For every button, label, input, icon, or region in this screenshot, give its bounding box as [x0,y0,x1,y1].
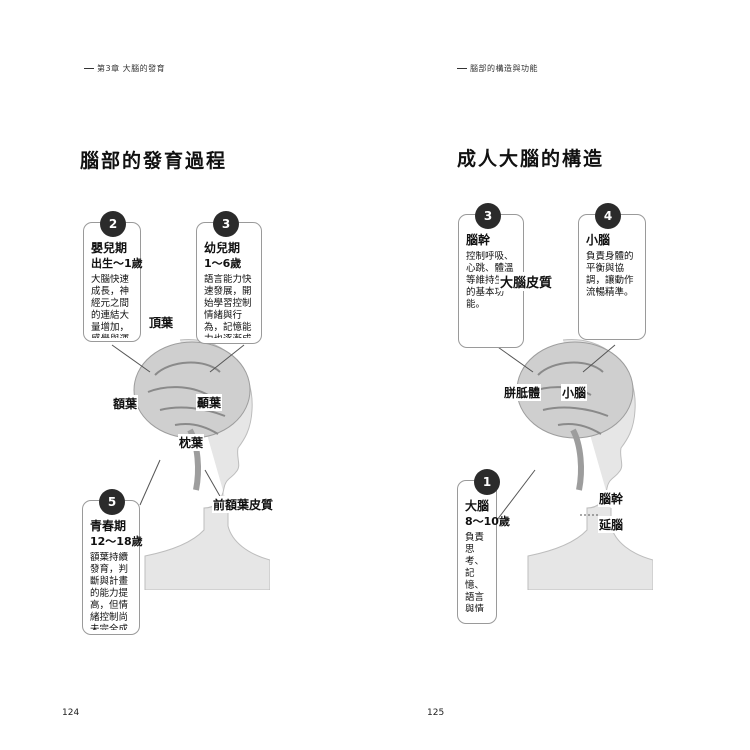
region-label-medulla: 延腦 [598,516,625,533]
callout-title: 腦幹 [466,233,491,247]
region-label-cerebellum: 小腦 [561,384,588,401]
right-running-head: 腦部的構造與功能 [457,64,538,73]
region-label-cerebral-cortex: 大腦皮質 [499,272,554,291]
callout-number-badge: 2 [100,211,126,237]
left-page-number: 124 [62,708,80,718]
callout-title: 幼兒期 [204,241,241,255]
callout-period: 8～10歲 [465,515,510,528]
right-callout-3: 1 大腦 8～10歲 負責思考、記憶、語言與情緒等高階功能。 [457,469,510,624]
right-callout-2: 4 小腦 負責身體的平衡與協調，讓動作流暢精準。 [578,203,646,340]
region-label-temporal: 顳葉 [196,394,223,411]
callout-number-badge: 4 [595,203,621,229]
callout-number-badge: 3 [475,203,501,229]
region-label-brainstem: 腦幹 [598,490,625,507]
callout-description: 額葉持續發育，判斷與計畫的能力提高，但情緒控制尚未完全成熟。 [90,552,129,630]
callout-number-badge: 3 [213,211,239,237]
callout-title: 嬰兒期 [91,241,128,255]
running-head-rule [457,68,467,69]
left-section-title: 腦部的發育過程 [80,150,228,172]
callout-title: 大腦 [465,499,490,513]
left-page: 第3章 大腦的發育 腦部的發育過程 2 嬰兒期 出生～1歲 大腦快速成長，神經元… [62,64,275,718]
right-section-title: 成人大腦的構造 [457,148,605,170]
callout-title: 小腦 [586,233,611,247]
right-page-number: 125 [427,708,445,718]
running-head-rule [84,68,94,69]
left-callout-3: 5 青春期 12～18歲 額葉持續發育，判斷與計畫的能力提高，但情緒控制尚未完全… [82,489,143,635]
region-label-corpus-callosum: 胼胝體 [503,384,542,401]
left-callout-2: 3 幼兒期 1～6歲 語言能力快速發展，開始學習控制情緒與行為，記憶能力也逐漸成… [196,211,262,344]
right-page: 腦部的構造與功能 成人大腦的構造 3 腦幹 控制呼吸、心跳、體溫等維持生命的基本… [375,0,750,750]
callout-period: 1～6歲 [204,257,242,270]
left-running-head: 第3章 大腦的發育 [84,64,165,73]
head-silhouette-icon [516,338,653,590]
left-callout-1: 2 嬰兒期 出生～1歲 大腦快速成長，神經元之間的連結大量增加，感覺與運動能力逐… [83,211,143,342]
callout-description: 控制呼吸、心跳、體溫等維持生命的基本功能。 [466,251,514,310]
region-label-prefrontal: 前額葉皮質 [212,496,275,513]
callout-description: 語言能力快速發展，開始學習控制情緒與行為，記憶能力也逐漸成熟。 [204,274,252,338]
callout-description: 負責身體的平衡與協調，讓動作流暢精準。 [586,251,634,298]
callout-number-badge: 1 [474,469,500,495]
callout-description: 負責思考、記憶、語言與情緒等高階功能。 [465,532,485,612]
region-label-occipital: 枕葉 [178,434,205,451]
callout-period: 12～18歲 [90,535,143,548]
callout-period: 出生～1歲 [91,257,143,270]
callout-number-badge: 5 [99,489,125,515]
region-label-frontal: 額葉 [112,395,139,412]
region-label-parietal: 頂葉 [148,314,175,331]
head-silhouette-icon [133,338,270,590]
callout-title: 青春期 [90,519,127,533]
callout-description: 大腦快速成長，神經元之間的連結大量增加，感覺與運動能力逐步發展。 [91,274,130,338]
